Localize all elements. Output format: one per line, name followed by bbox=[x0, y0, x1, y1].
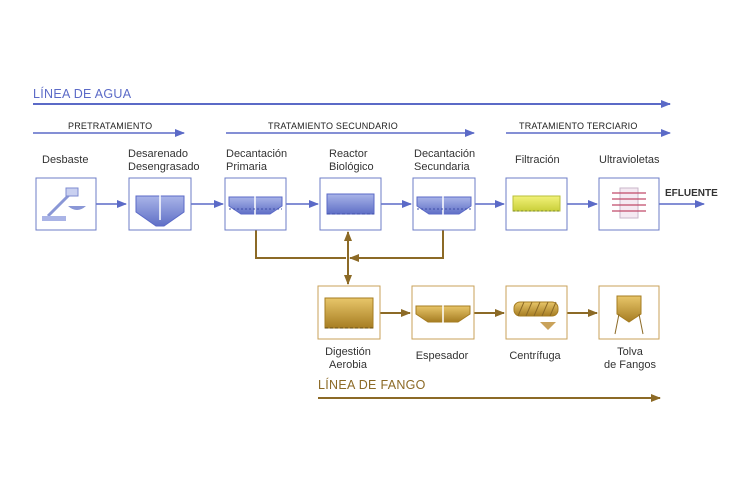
bioreactor-icon bbox=[319, 177, 382, 231]
step-label-desarenado: Desarenado Desengrasado bbox=[128, 148, 200, 173]
step-label-decantacion-secundaria: Decantación Secundaria bbox=[414, 148, 476, 173]
water-line-title: LÍNEA DE AGUA bbox=[33, 87, 132, 101]
filter-icon bbox=[505, 177, 568, 231]
secondary-clarifier-icon bbox=[412, 177, 476, 231]
digester-icon bbox=[317, 285, 381, 340]
phase-terciario: TRATAMIENTO TERCIARIO bbox=[519, 121, 638, 131]
sludge-line-title: LÍNEA DE FANGO bbox=[318, 378, 426, 392]
phase-pretratamiento: PRETRATAMIENTO bbox=[68, 121, 153, 131]
centrifuge-icon bbox=[505, 285, 568, 340]
sludge-from-primary bbox=[255, 230, 346, 259]
step-label-reactor: Reactor Biológico bbox=[329, 148, 374, 173]
step-label-filtracion: Filtración bbox=[515, 154, 560, 166]
step-label-digestion: Digestión Aerobia bbox=[325, 346, 371, 371]
sludge-from-secondary bbox=[349, 230, 444, 262]
hopper-icon bbox=[598, 285, 660, 340]
step-label-espesador: Espesador bbox=[415, 350, 469, 362]
step-label-ultravioletas: Ultravioletas bbox=[599, 154, 660, 166]
phase-secundario: TRATAMIENTO SECUNDARIO bbox=[268, 121, 398, 131]
screen-icon bbox=[35, 177, 97, 231]
uv-lamp-icon bbox=[598, 177, 660, 231]
grit-chamber-icon bbox=[128, 177, 192, 231]
step-label-decantacion-primaria: Decantación Primaria bbox=[226, 148, 288, 173]
thickener-icon bbox=[411, 285, 475, 340]
step-label-desbaste: Desbaste bbox=[42, 154, 89, 166]
step-label-tolva: Tolva de Fangos bbox=[604, 346, 656, 371]
step-label-centrifuga: Centrífuga bbox=[509, 350, 561, 362]
effluent-label: EFLUENTE bbox=[665, 188, 718, 199]
primary-clarifier-icon bbox=[224, 177, 287, 231]
